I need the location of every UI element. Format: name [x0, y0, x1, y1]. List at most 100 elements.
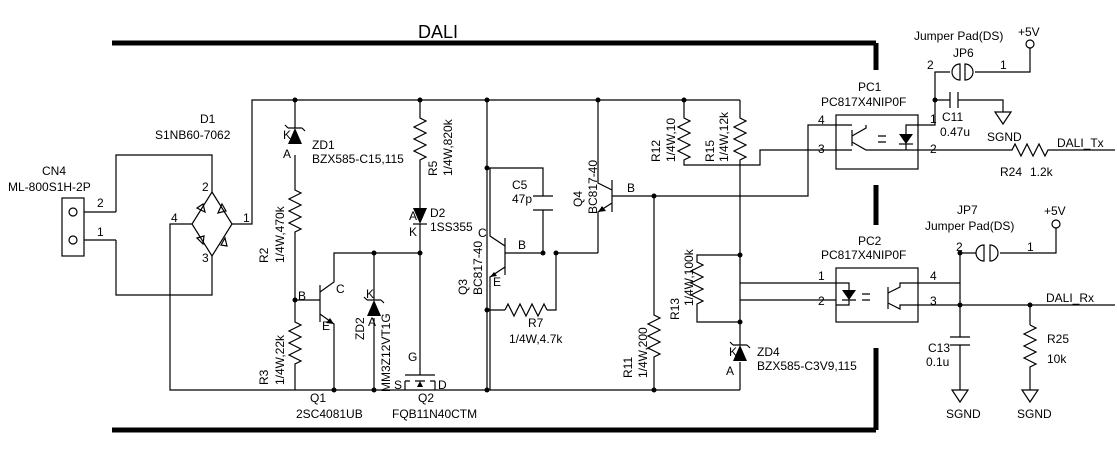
- zener-zd2: ZD2 MM3Z12VT1G K A: [353, 253, 393, 392]
- jumper-jp6: Jumper Pad(DS) JP6 2 1: [914, 29, 1031, 126]
- q4-b: B: [627, 181, 635, 195]
- connector-cn4: CN4 ML-800S1H-2P 2 1: [8, 164, 116, 257]
- r24-ref: R24: [1000, 165, 1022, 179]
- c13-value: 0.1u: [926, 355, 949, 369]
- pc2-p4: 4: [930, 269, 937, 283]
- zener-zd1: ZD1 BZX585-C15,115 K A: [283, 100, 404, 168]
- c5-value: 47p: [512, 192, 532, 206]
- q3-e: E: [493, 275, 501, 289]
- resistor-r5: R5 1/4W,820k: [412, 100, 455, 200]
- jp6-ref: JP6: [953, 46, 974, 60]
- wire-rails: [169, 99, 740, 391]
- pc2-p3: 3: [930, 294, 937, 308]
- pc1-p1: 1: [930, 112, 937, 126]
- transistor-q4: B Q4 BC817-40: [571, 100, 836, 253]
- capacitor-c13: C13 0.1u: [926, 336, 970, 369]
- cn4-value: ML-800S1H-2P: [8, 180, 91, 194]
- d1-ref: D1: [200, 112, 216, 126]
- q1-c: C: [336, 282, 345, 296]
- zd4-value: BZX585-C3V9,115: [757, 359, 857, 373]
- r15-ref: R15: [703, 140, 717, 162]
- r11-value: 1/4W,200: [636, 327, 650, 378]
- optocoupler-pc1: PC1 PC817X4NIP0F 4 3 1 2: [818, 80, 937, 170]
- capacitor-c11: C11 0.47u: [935, 92, 1004, 139]
- r7-value: 1/4W,4.7k: [509, 332, 563, 346]
- q1-value: 2SC4081UB: [296, 407, 363, 421]
- pc1-ref: PC1: [858, 80, 882, 94]
- transistor-q1: B C E Q1 2SC4081UB: [295, 252, 420, 421]
- jumper-jp7: JP7 Jumper Pad(DS) 2 1: [918, 203, 1057, 284]
- r5-ref: R5: [426, 160, 440, 176]
- r13-value: 1/4W,100k: [682, 248, 696, 306]
- d1-pin4: 4: [171, 211, 178, 225]
- q4-ref: Q4: [571, 191, 585, 207]
- zd2-ref: ZD2: [353, 317, 367, 340]
- q1-ref: Q1: [310, 391, 326, 405]
- q3-value: BC817-40: [471, 241, 485, 295]
- ground-sgnd-2: SGND: [946, 389, 981, 421]
- jp7-p2: 2: [956, 240, 963, 254]
- q1-e: E: [322, 319, 330, 333]
- d1-value: S1NB60-7062: [155, 128, 231, 142]
- pc2-ref: PC2: [858, 234, 882, 248]
- resistor-r24: R24 1.2k: [918, 142, 1115, 179]
- d1-pin1: 1: [243, 211, 250, 225]
- wire-cn4-d1: [115, 154, 213, 296]
- d1-pin3: 3: [202, 251, 209, 265]
- zd1-ref: ZD1: [312, 138, 335, 152]
- resistor-r25: R25 10k: [1022, 324, 1069, 370]
- dali-rx-net: DALI_Rx: [1046, 291, 1094, 305]
- r15-value: 1/4W,12k: [717, 111, 731, 162]
- q2-ref: Q2: [418, 391, 434, 405]
- zd4-a: A: [726, 364, 734, 378]
- jp7-ref: JP7: [957, 203, 978, 217]
- zd1-value: BZX585-C15,115: [312, 152, 404, 166]
- cn4-ref: CN4: [42, 164, 66, 178]
- capacitor-c5: C5 47p: [512, 178, 553, 211]
- r11-ref: R11: [621, 357, 635, 378]
- transistor-q3: B C E Q3 BC817-40: [456, 168, 526, 390]
- c13-ref: C13: [928, 341, 950, 355]
- resistor-r11: R11 1/4W,200: [621, 196, 662, 390]
- r2-ref: R2: [257, 247, 271, 263]
- pc2-p1: 1: [818, 269, 825, 283]
- zd4-ref: ZD4: [757, 345, 780, 359]
- pc1-p4: 4: [818, 113, 825, 127]
- resistor-r2: R2 1/4W,470k: [257, 168, 303, 300]
- ground-sgnd-3: SGND: [1017, 389, 1052, 421]
- r3-value: 1/4W,22k: [273, 334, 287, 385]
- q1-b: B: [298, 289, 306, 303]
- jp6-p1: 1: [1000, 58, 1007, 72]
- r25-value: 10k: [1047, 352, 1067, 366]
- resistor-r15: R15 1/4W,12k: [703, 100, 836, 284]
- d2-ref: D2: [430, 206, 446, 220]
- jp6-value: Jumper Pad(DS): [914, 29, 1003, 43]
- q2-d: D: [438, 378, 447, 392]
- d2-k: K: [409, 225, 417, 239]
- pc1-value: PC817X4NIP0F: [821, 95, 906, 109]
- vcc2-label: +5V: [1044, 204, 1066, 218]
- dali-tx-net: DALI_Tx: [1057, 136, 1104, 150]
- r13-ref: R13: [668, 298, 682, 320]
- optocoupler-pc2: PC2 PC817X4NIP0F 1 2 4 3: [818, 234, 937, 323]
- zd2-value: MM3Z12VT1G: [379, 313, 393, 392]
- pc1-p3: 3: [818, 142, 825, 156]
- r5-value: 1/4W,820k: [441, 118, 455, 176]
- resistor-r13: R13 1/4W,100k: [668, 248, 740, 323]
- r25-ref: R25: [1047, 332, 1069, 346]
- ground-sgnd-1: SGND: [987, 111, 1022, 144]
- r2-value: 1/4W,470k: [273, 205, 287, 263]
- zd1-a: A: [283, 147, 291, 161]
- r7-ref: R7: [528, 316, 544, 330]
- mosfet-q2: G S D Q2 FQB11N40CTM: [392, 350, 477, 421]
- pc2-p2: 2: [818, 294, 825, 308]
- r12-ref: R12: [649, 140, 663, 162]
- zd4-k: K: [729, 345, 737, 359]
- bridge-rectifier-d1: D1 S1NB60-7062 2 3 4 1: [155, 112, 250, 265]
- jp7-p1: 1: [1027, 240, 1034, 254]
- resistor-r3: R3 1/4W,22k: [257, 300, 303, 390]
- cn4-pin1: 1: [97, 225, 104, 239]
- d1-pin2: 2: [202, 180, 209, 194]
- d2-value: 1SS355: [430, 220, 473, 234]
- c11-ref: C11: [942, 110, 963, 124]
